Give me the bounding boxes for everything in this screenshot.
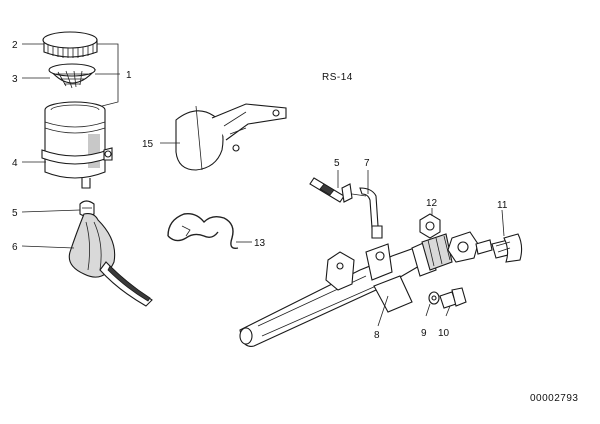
callout-9: 9 (421, 328, 427, 339)
reservoir-cap (42, 31, 98, 58)
filter-strainer (48, 63, 97, 89)
hose-clip (79, 200, 95, 217)
clutch-line (309, 177, 383, 239)
callout-12: 12 (426, 198, 438, 209)
master-cylinder (239, 233, 453, 347)
boot-hose (68, 213, 153, 307)
bolt (491, 233, 523, 263)
callout-10: 10 (438, 328, 450, 339)
leader-lines-right (337, 170, 505, 317)
washer (428, 291, 440, 305)
callout-5-right: 5 (334, 158, 340, 169)
callout-1: 1 (126, 70, 132, 81)
callout-4: 4 (12, 158, 18, 169)
leader-lines-left (21, 43, 120, 249)
callout-11: 11 (497, 200, 508, 211)
callout-labels: 2 3 1 4 5 6 15 13 5 7 12 11 8 9 10 (12, 40, 508, 341)
union-fitting (447, 231, 493, 263)
callout-15: 15 (142, 139, 154, 150)
drawing-number: 00002793 (530, 393, 579, 404)
mounting-bracket (160, 103, 287, 171)
spring-clip (167, 212, 252, 249)
callout-13: 13 (254, 238, 266, 249)
callout-5-left: 5 (12, 208, 18, 219)
callout-7: 7 (364, 158, 370, 169)
section-reference: RS-14 (322, 72, 353, 83)
reservoir-body (41, 101, 113, 189)
nut (419, 213, 441, 239)
callout-6: 6 (12, 242, 18, 253)
callout-3: 3 (12, 74, 18, 85)
pivot-bolt (439, 287, 467, 309)
callout-8: 8 (374, 330, 380, 341)
callout-2: 2 (12, 40, 18, 51)
